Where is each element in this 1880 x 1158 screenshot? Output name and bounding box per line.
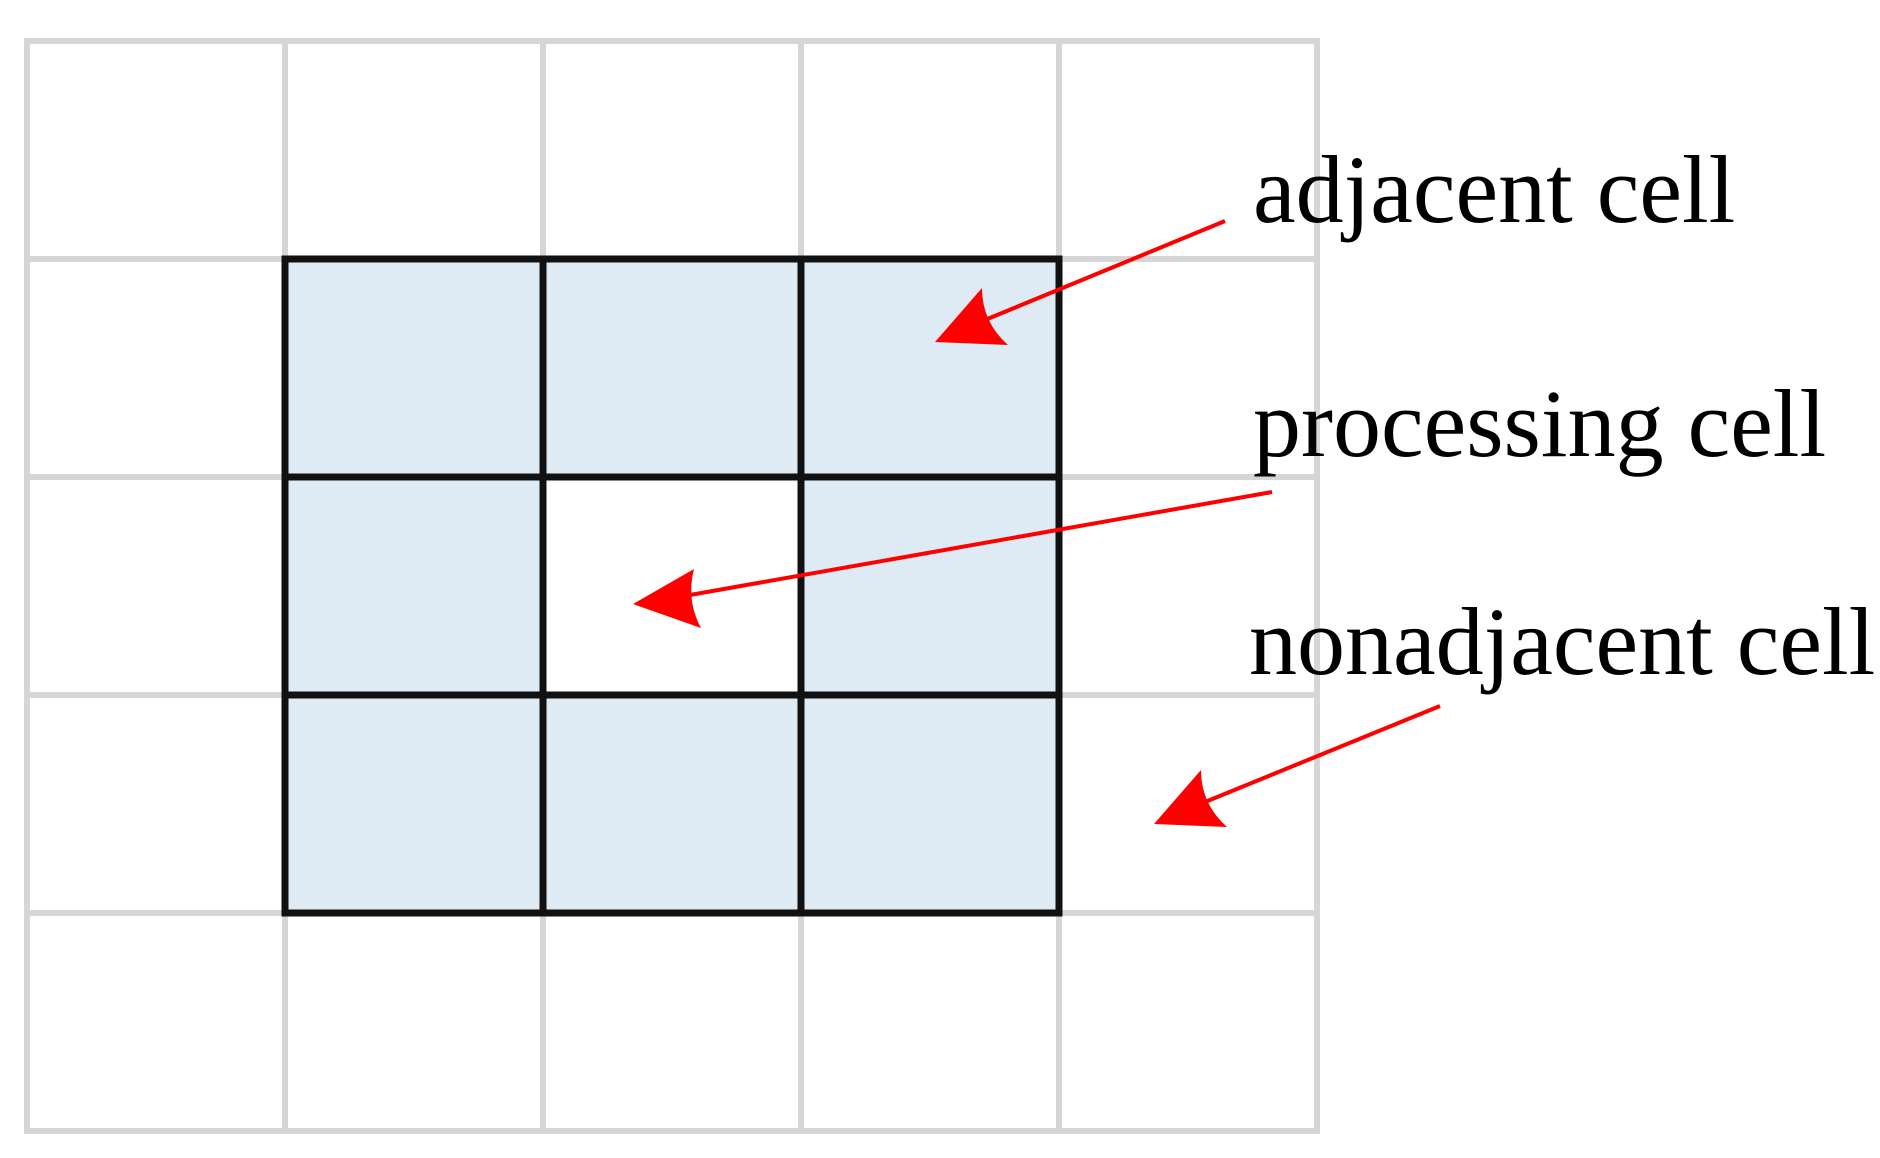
adjacent-cell — [797, 473, 1063, 699]
nonadjacent-cell-label: nonadjacent cell — [1249, 588, 1875, 695]
grid-cell — [540, 910, 804, 1134]
nonadjacent-arrow-line — [1204, 704, 1441, 804]
grid-cell — [24, 692, 288, 916]
grid-cell — [24, 38, 288, 262]
grid-cell — [798, 38, 1062, 262]
adjacent-cell — [539, 255, 805, 481]
grid-cell — [798, 910, 1062, 1134]
grid-cell — [24, 256, 288, 480]
adjacent-arrowhead — [935, 288, 1008, 345]
processing-cell-label: processing cell — [1253, 370, 1826, 477]
processing-arrow-line — [689, 490, 1273, 597]
adjacent-cell — [539, 691, 805, 917]
annotation-arrows — [633, 219, 1441, 827]
adjacent-arrow-line — [984, 219, 1226, 322]
adjacent-cell — [797, 691, 1063, 917]
grid-cell — [282, 38, 546, 262]
grid-cell — [24, 910, 288, 1134]
neighborhood-cells — [281, 255, 1063, 917]
grid-cell — [24, 474, 288, 698]
adjacent-cell — [281, 473, 547, 699]
adjacent-cell — [797, 255, 1063, 481]
adjacent-cell-label: adjacent cell — [1253, 136, 1735, 243]
grid-cell — [1056, 256, 1320, 480]
adjacent-cell — [281, 255, 547, 481]
grid-cell — [1056, 910, 1320, 1134]
adjacent-cell — [281, 691, 547, 917]
grid-cell — [282, 910, 546, 1134]
nonadjacent-arrowhead — [1154, 770, 1227, 827]
grid-cell — [540, 38, 804, 262]
processing-arrowhead — [633, 569, 701, 628]
